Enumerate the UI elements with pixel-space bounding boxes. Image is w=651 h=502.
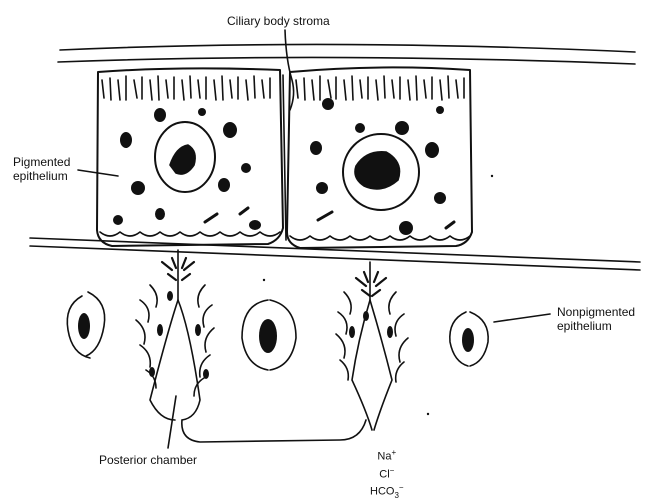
nonpigmented-fold-right — [336, 262, 408, 430]
nonpigmented-cell-1 — [67, 292, 104, 358]
nonpigmented-cell-3 — [450, 312, 488, 366]
stroma-top-line — [60, 44, 635, 52]
ion-list: Na+ Cl− HCO3− — [370, 446, 404, 502]
pigmented-epithelium-label: Pigmented epithelium — [13, 155, 70, 183]
nonpigmented-epithelium-label: Nonpigmented epithelium — [557, 305, 635, 333]
stroma-label: Ciliary body stroma — [227, 14, 330, 28]
ion-bicarbonate: HCO3− — [370, 481, 404, 502]
posterior-chamber-lumen — [182, 420, 366, 442]
pigmented-cell-right — [287, 67, 472, 248]
pigmented-cell-left — [97, 68, 283, 246]
nonpigmented-cell-2 — [242, 300, 296, 370]
nonpigmented-label-line1: Nonpigmented — [557, 305, 635, 319]
ciliary-epithelium-diagram — [0, 0, 651, 491]
pigmented-label-line2: epithelium — [13, 169, 70, 183]
stroma-bottom-line — [58, 57, 635, 64]
ion-sodium: Na+ — [370, 446, 404, 464]
posterior-pointer — [168, 396, 176, 448]
posterior-chamber-label: Posterior chamber — [99, 453, 197, 467]
nonpigmented-label-line2: epithelium — [557, 319, 635, 333]
ion-chloride: Cl− — [370, 464, 404, 482]
pigmented-label-line1: Pigmented — [13, 155, 70, 169]
nonpigmented-pointer — [494, 314, 550, 322]
nonpigmented-fold-left — [136, 250, 214, 420]
